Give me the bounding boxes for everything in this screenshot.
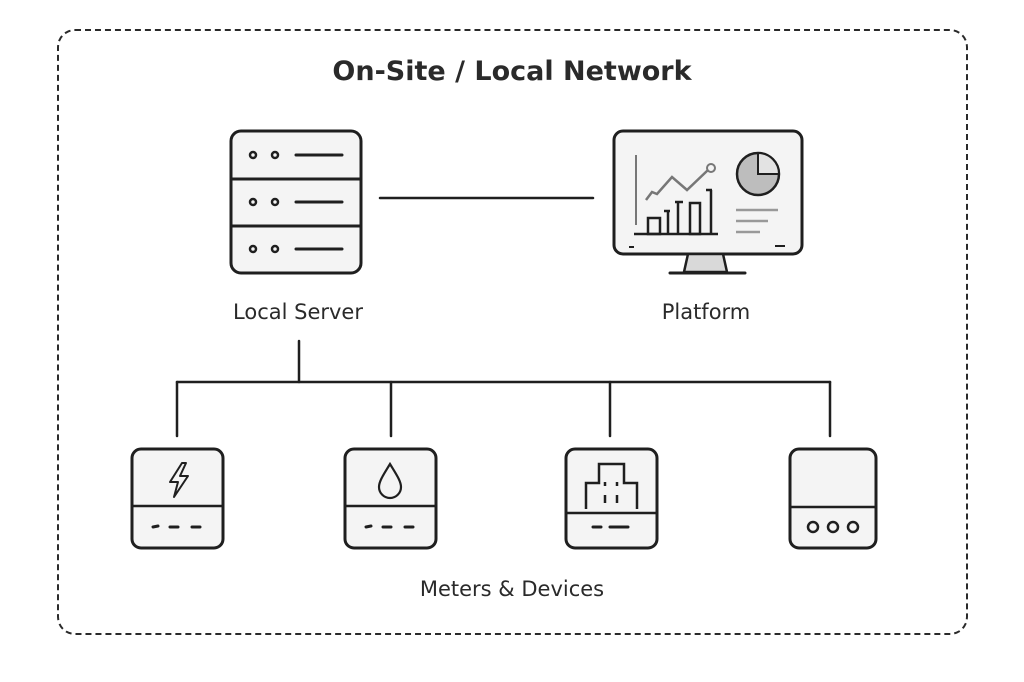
server-rack-icon[interactable] xyxy=(229,129,363,275)
three-dots-icon xyxy=(806,520,860,534)
local-network-boundary xyxy=(57,29,968,635)
monitor-dashboard-icon[interactable] xyxy=(612,129,804,275)
lightning-bolt-icon xyxy=(169,462,189,498)
building-icon xyxy=(584,462,639,509)
water-meter[interactable] xyxy=(343,447,438,550)
building-meter[interactable] xyxy=(564,447,659,550)
local-server-label: Local Server xyxy=(233,300,363,324)
platform-label: Platform xyxy=(661,300,751,324)
meters-devices-label: Meters & Devices xyxy=(419,577,605,601)
electricity-meter[interactable] xyxy=(130,447,225,550)
device-bus-lines xyxy=(175,339,832,438)
diagram-title: On-Site / Local Network xyxy=(332,56,692,87)
water-drop-icon xyxy=(377,461,403,500)
generic-device[interactable] xyxy=(788,447,878,550)
